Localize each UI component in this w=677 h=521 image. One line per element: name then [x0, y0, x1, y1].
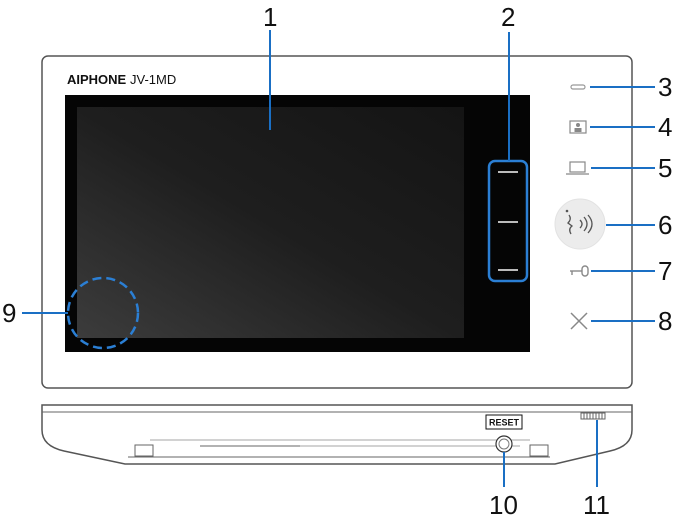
callout-11: 11	[583, 490, 610, 520]
bottom-body-outline	[41, 404, 633, 465]
status-led-icon	[570, 84, 586, 90]
talk-icon	[565, 209, 593, 235]
close-icon[interactable]	[570, 312, 588, 330]
bottom-view: RESET	[41, 404, 633, 465]
talk-button[interactable]	[554, 198, 606, 250]
callout-9: 9	[2, 298, 16, 328]
speaker-grille	[580, 412, 606, 420]
talk-button-circle[interactable]	[554, 198, 606, 250]
brand-logo: AIPHONE	[67, 72, 127, 87]
front-view: AIPHONE JV-1MD	[41, 55, 633, 389]
display-screen	[77, 107, 464, 338]
reset-label: RESET	[489, 418, 520, 428]
callout-2: 2	[501, 2, 515, 32]
callout-leaders	[22, 30, 655, 487]
screen-icon[interactable]	[566, 161, 589, 175]
callout-5: 5	[658, 153, 672, 183]
callout-7: 7	[658, 256, 672, 286]
picture-icon[interactable]	[569, 120, 587, 134]
reset-label-box	[485, 414, 523, 430]
callout-8: 8	[658, 306, 672, 336]
model-name: JV-1MD	[130, 72, 176, 87]
door-release-icon[interactable]	[570, 265, 589, 277]
callout-6: 6	[658, 210, 672, 240]
callout-10: 10	[489, 490, 518, 520]
sensor-area-highlight	[66, 276, 140, 350]
callout-1: 1	[263, 2, 277, 32]
reset-button[interactable]: RESET	[485, 414, 523, 453]
callout-4: 4	[658, 112, 672, 142]
reset-hole[interactable]	[495, 435, 513, 453]
callout-3: 3	[658, 72, 672, 102]
